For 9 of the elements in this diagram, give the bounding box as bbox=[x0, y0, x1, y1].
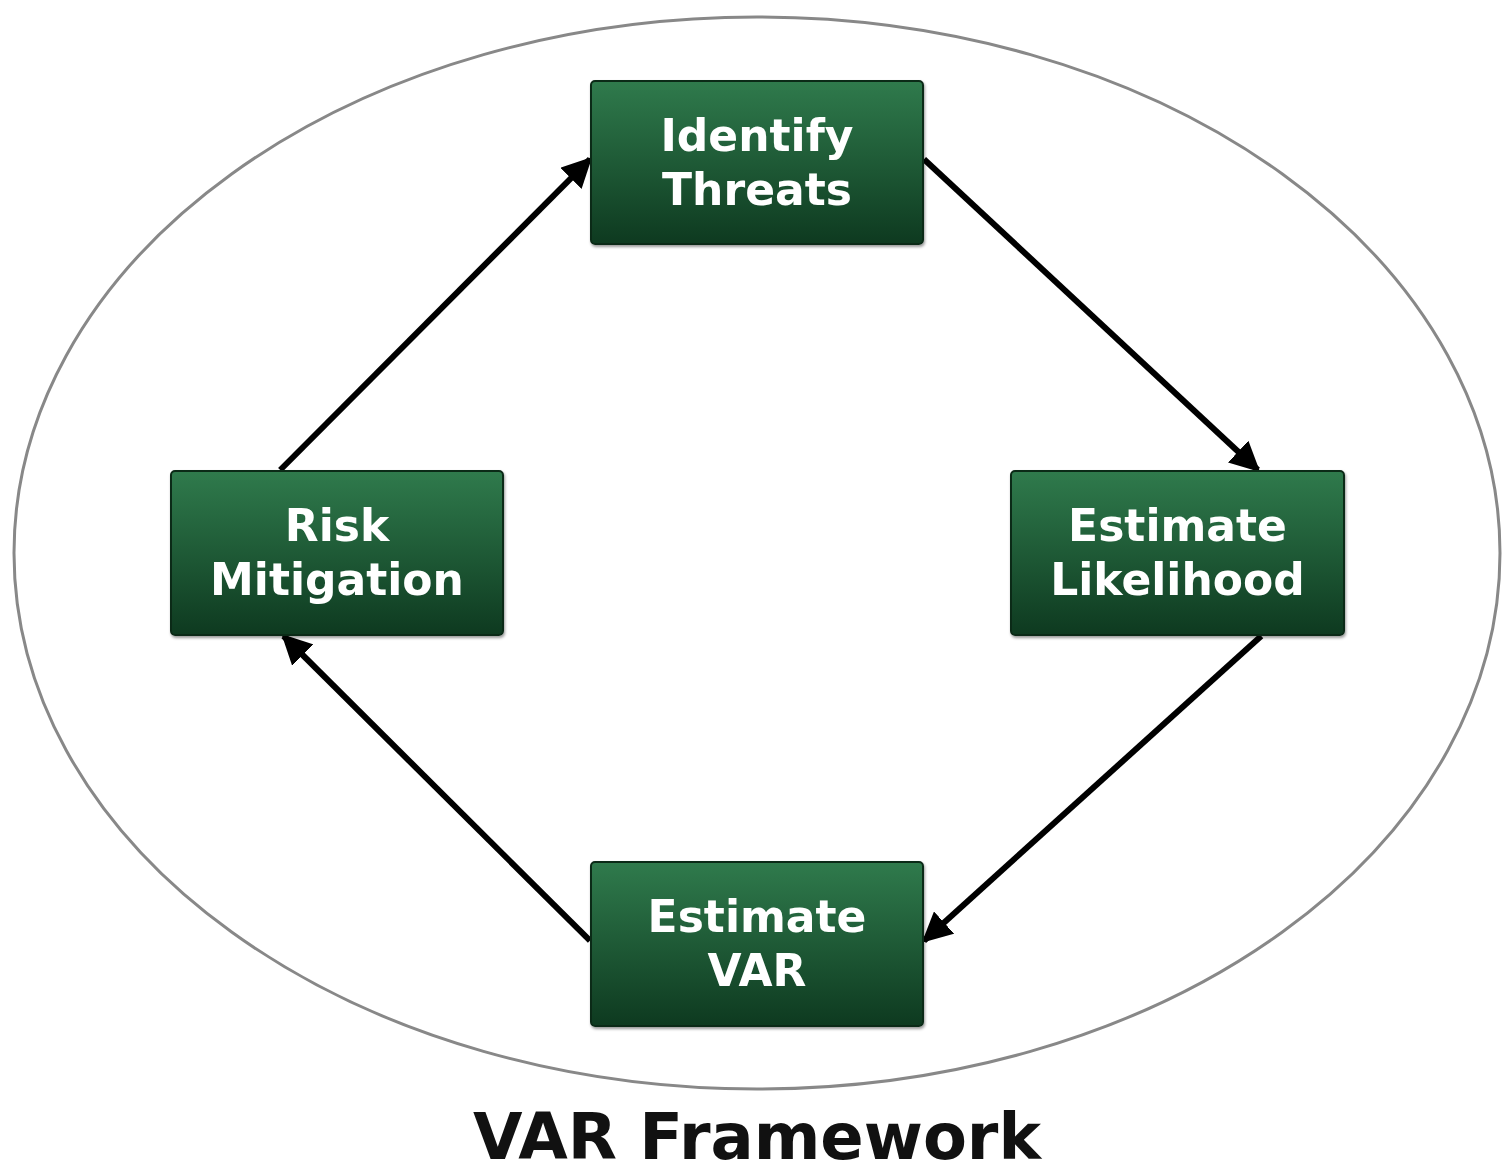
box-label: Estimate VAR bbox=[646, 890, 868, 998]
box-label: Estimate Likelihood bbox=[1049, 499, 1306, 607]
box-label: Identify Threats bbox=[659, 108, 855, 217]
process-box bbox=[590, 861, 924, 1027]
ellipse-label: VAR Framework bbox=[472, 1100, 1043, 1174]
process-box bbox=[1010, 470, 1345, 636]
process-box bbox=[170, 470, 504, 636]
process-box bbox=[590, 80, 924, 245]
box-label: Risk Mitigation bbox=[209, 499, 465, 607]
